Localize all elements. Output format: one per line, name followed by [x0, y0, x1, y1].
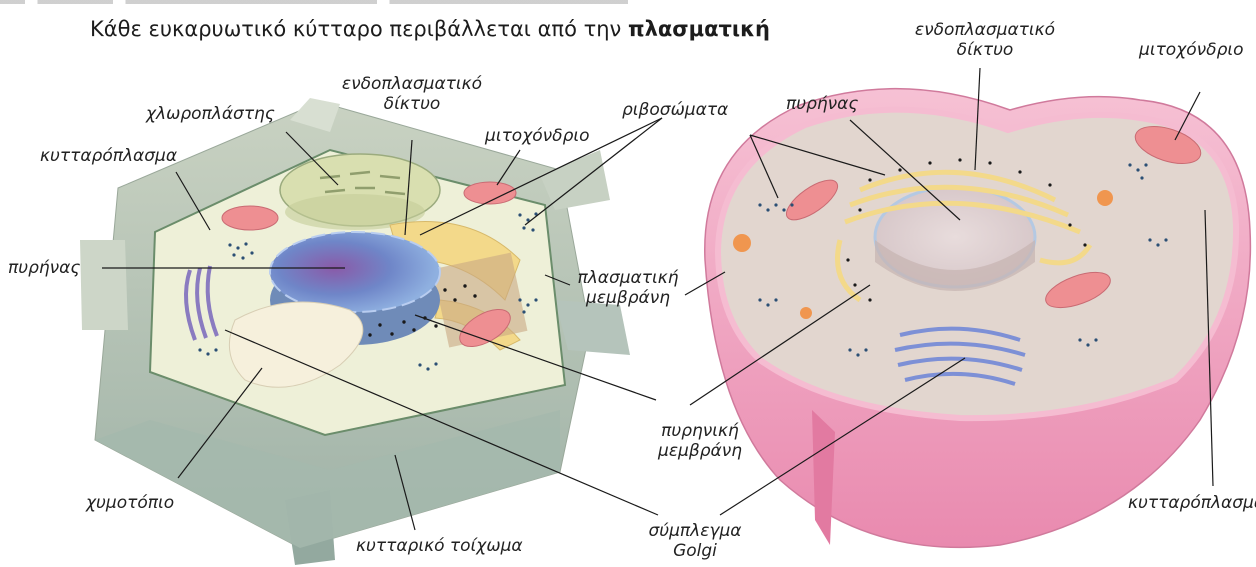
animal-notch: [812, 410, 835, 545]
label-golgi-line1: σύμπλεγμα: [640, 521, 750, 541]
cell-wall-flange-left: [80, 240, 128, 330]
plant-mito-1: [222, 206, 278, 230]
label-chloroplast: χλωροπλάστης: [146, 104, 275, 124]
label-nuclear-membrane-line1: πυρηνική: [645, 421, 755, 441]
label-golgi: σύμπλεγμα Golgi: [640, 521, 750, 561]
label-plant-mitochondrion: μιτοχόνδριο: [485, 126, 590, 146]
label-animal-er-line2: δίκτυο: [905, 40, 1065, 60]
label-nuclear-membrane: πυρηνική μεμβράνη: [645, 421, 755, 461]
label-plant-nucleus: πυρήνας: [8, 258, 80, 278]
label-plant-cytoplasm: κυτταρόπλασμα: [40, 146, 177, 166]
label-animal-cytoplasm: κυτταρόπλασμα: [1128, 493, 1256, 513]
label-plant-er-line1: ενδοπλασματικό: [332, 74, 492, 94]
label-animal-er: ενδοπλασματικό δίκτυο: [905, 20, 1065, 60]
label-nuclear-membrane-line2: μεμβράνη: [645, 441, 755, 461]
label-cell-wall: κυτταρικό τοίχωμα: [356, 536, 523, 556]
label-animal-mitochondrion: μιτοχόνδριο: [1139, 40, 1244, 60]
label-plasma-membrane: πλασματική μεμβράνη: [563, 268, 693, 308]
label-plant-er-line2: δίκτυο: [332, 94, 492, 114]
label-plant-er: ενδοπλασματικό δίκτυο: [332, 74, 492, 114]
label-golgi-line2: Golgi: [640, 541, 750, 561]
label-ribosomes: ριβοσώματα: [622, 100, 728, 120]
label-animal-nucleus: πυρήνας: [786, 94, 858, 114]
label-plasma-membrane-line2: μεμβράνη: [563, 288, 693, 308]
animal-cell: [705, 89, 1251, 548]
label-vacuole: χυμοτόπιο: [86, 493, 174, 513]
label-plasma-membrane-line1: πλασματική: [563, 268, 693, 288]
label-animal-er-line1: ενδοπλασματικό: [905, 20, 1065, 40]
